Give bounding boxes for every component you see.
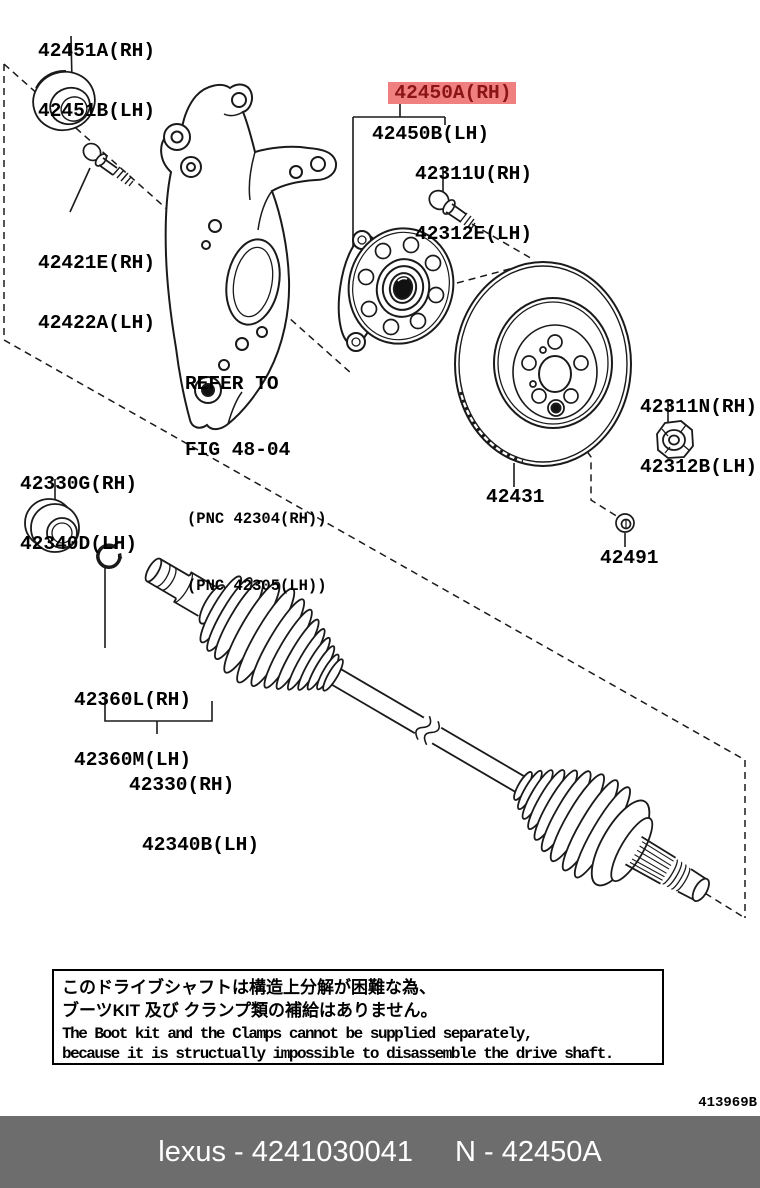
knuckle-drawing xyxy=(160,83,338,431)
bolt-left-drawing xyxy=(82,142,134,187)
brake-disc-drawing xyxy=(454,261,632,467)
nut-drawing xyxy=(656,420,694,459)
highlighted-part-number-rh[interactable]: 42450A(RH) xyxy=(388,82,517,104)
part-number-lh[interactable]: 42422A(LH) xyxy=(38,312,156,334)
part-label-42451[interactable]: 42451A(RH) 42451B(LH) xyxy=(38,1,155,141)
footer-part-ref: N - 42450A xyxy=(455,1135,602,1168)
part-number-rh[interactable]: 42421E(RH) xyxy=(38,252,156,274)
part-number-rh[interactable]: 42311N(RH) xyxy=(640,396,758,418)
part-label-42450-highlighted[interactable]: 42450A(RH) 42450B(LH) xyxy=(366,62,517,164)
seal-drawing xyxy=(24,498,80,553)
refer-note[interactable]: REFER TO FIG 48-04 (PNC 42304(RH)) (PNC … xyxy=(185,329,327,620)
hub-assembly-drawing xyxy=(337,227,455,352)
part-label-42421E[interactable]: 42421E(RH) 42422A(LH) xyxy=(38,213,155,353)
footer-bar: lexus - 4241030041 N - 42450A xyxy=(0,1116,760,1188)
part-number-lh[interactable]: 42340D(LH) xyxy=(20,533,138,555)
refer-line: REFER TO xyxy=(185,373,279,395)
notes-box: このドライブシャフトは構造上分解が困難な為、 ブーツKIT 及び クランプ類の補… xyxy=(52,969,664,1065)
refer-fig[interactable]: FIG 48-04 xyxy=(185,439,291,461)
part-number-rh[interactable]: 42451A(RH) xyxy=(38,40,156,62)
bearing-drawing xyxy=(32,70,96,132)
refer-pnc-lh: (PNC 42305(LH)) xyxy=(187,577,327,595)
note-en-line2: because it is structually impossible to … xyxy=(62,1045,614,1063)
part-number-lh[interactable]: 42312E(LH) xyxy=(415,223,533,245)
part-number-lh[interactable]: 42450B(LH) xyxy=(372,123,490,145)
part-label-42360L[interactable]: 42360L(RH) 42360M(LH) xyxy=(74,650,191,790)
part-label-42311N[interactable]: 42311N(RH) 42312B(LH) xyxy=(640,357,757,497)
footer-catalog-id: lexus - 4241030041 xyxy=(158,1135,414,1168)
part-number-rh[interactable]: 42311U(RH) xyxy=(415,163,533,185)
part-number-lh[interactable]: 42451B(LH) xyxy=(38,100,156,122)
note-en-line1: The Boot kit and the Clamps cannot be su… xyxy=(62,1025,533,1043)
part-label-42431[interactable]: 42431 xyxy=(486,486,545,508)
part-number-lh[interactable]: 42360M(LH) xyxy=(74,749,192,771)
snap-ring-drawing xyxy=(96,542,123,569)
part-number-rh[interactable]: 42330(RH) xyxy=(129,774,235,796)
drive-shaft-drawing xyxy=(144,557,710,902)
note-jp-line2: ブーツKIT 及び クランプ類の補給はありません。 xyxy=(62,1001,438,1020)
part-number-lh[interactable]: 42312B(LH) xyxy=(640,456,758,478)
bolt-upper-drawing xyxy=(428,189,476,230)
drawing-number: 413969B xyxy=(698,1095,757,1111)
clip-drawing xyxy=(615,513,635,533)
part-number-lh[interactable]: 42340B(LH) xyxy=(142,834,260,856)
part-label-42311U[interactable]: 42311U(RH) 42312E(LH) xyxy=(415,124,532,264)
part-label-42330G[interactable]: 42330G(RH) 42340D(LH) xyxy=(20,434,137,574)
part-number-rh[interactable]: 42360L(RH) xyxy=(74,689,192,711)
part-label-42330[interactable]: 42330(RH) 42340B(LH) xyxy=(129,735,259,875)
part-label-42491[interactable]: 42491 xyxy=(600,547,659,569)
part-number-rh[interactable]: 42330G(RH) xyxy=(20,473,138,495)
refer-pnc-rh: (PNC 42304(RH)) xyxy=(187,510,327,528)
note-jp-line1: このドライブシャフトは構造上分解が困難な為、 xyxy=(62,978,436,997)
